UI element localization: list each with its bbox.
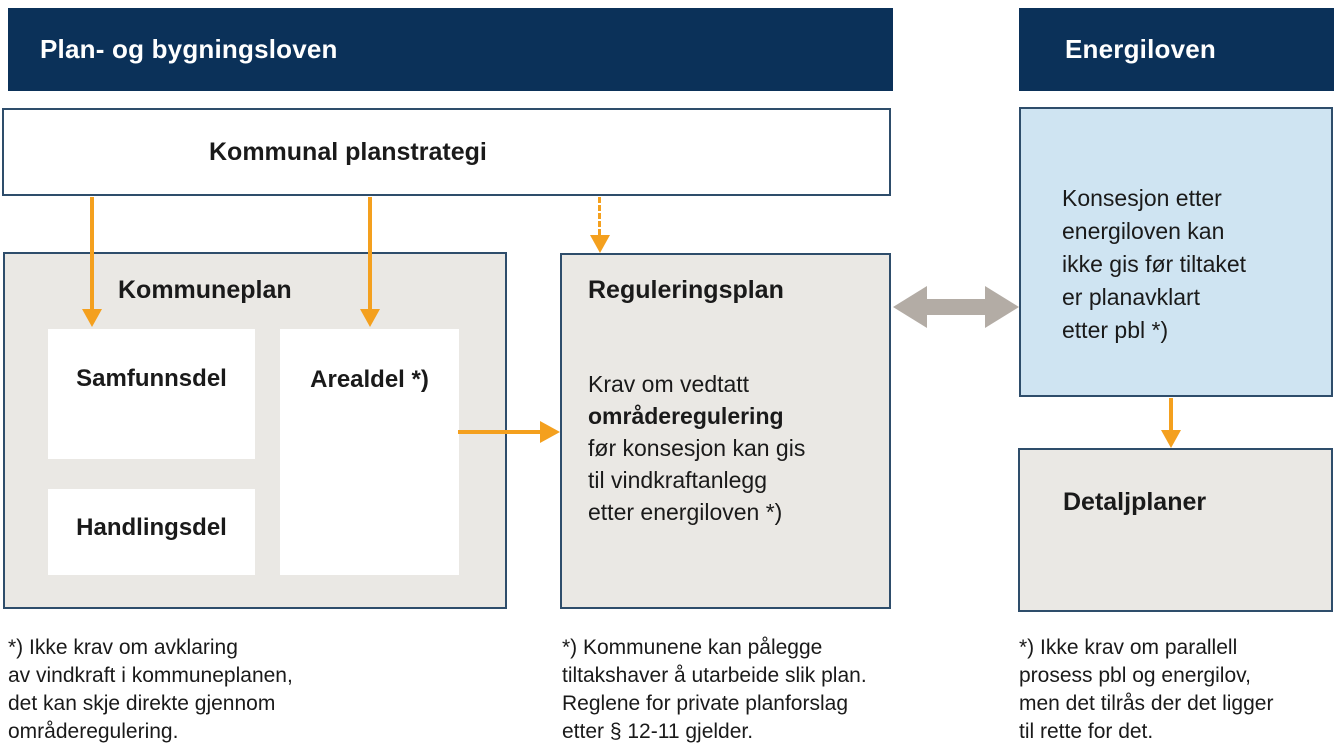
arrow-head [540, 421, 560, 443]
reguleringsplan-body: Krav om vedtatt områderegulering før kon… [588, 368, 805, 528]
arrow-head [360, 309, 380, 327]
konsesjon-box: Konsesjon etter energiloven kan ikke gis… [1019, 107, 1333, 397]
double-arrow-shaft [926, 299, 986, 315]
footnote-reguleringsplan: *) Kommunene kan pålegge tiltakshaver å … [562, 636, 867, 743]
konsesjon-text: Konsesjon etter energiloven kan ikke gis… [1062, 185, 1247, 343]
arrow-line [90, 197, 94, 309]
arrow-head [590, 235, 610, 253]
pbl-header: Plan- og bygningsloven [8, 8, 893, 91]
arrow-line [1169, 398, 1173, 430]
reguleringsplan-body-line1: Krav om vedtatt [588, 371, 750, 397]
footnote-kommuneplan: *) Ikke krav om avklaring av vindkraft i… [8, 636, 293, 743]
detaljplaner-box: Detaljplaner [1018, 448, 1333, 612]
handlingsdel-box: Handlingsdel [48, 489, 255, 575]
kommuneplan-title: Kommuneplan [118, 276, 292, 304]
arrow-line [598, 197, 601, 235]
arrow-line [458, 430, 540, 434]
handlingsdel-label: Handlingsdel [76, 514, 227, 541]
energiloven-header: Energiloven [1019, 8, 1334, 91]
reguleringsplan-box: Reguleringsplan Krav om vedtatt områdere… [560, 253, 891, 609]
energiloven-header-label: Energiloven [1065, 34, 1217, 64]
detaljplaner-label: Detaljplaner [1063, 488, 1207, 516]
reguleringsplan-title: Reguleringsplan [588, 276, 784, 304]
double-arrow-left-head [893, 286, 927, 328]
reguleringsplan-body-rest: før konsesjon kan gis til vindkraftanleg… [588, 435, 806, 525]
kommuneplan-box: Kommuneplan Samfunnsdel Arealdel *) Hand… [3, 252, 507, 609]
double-arrow-right-head [985, 286, 1019, 328]
pbl-header-label: Plan- og bygningsloven [40, 34, 338, 64]
samfunnsdel-label: Samfunnsdel [76, 365, 227, 392]
planstrategi-label: Kommunal planstrategi [209, 137, 487, 166]
samfunnsdel-box: Samfunnsdel [48, 329, 255, 459]
arealdel-label: Arealdel *) [310, 366, 429, 393]
arrow-head [82, 309, 102, 327]
reguleringsplan-body-bold: områderegulering [588, 403, 784, 429]
arrow-head [1161, 430, 1181, 448]
arrow-line [368, 197, 372, 309]
planstrategi-box: Kommunal planstrategi [2, 108, 891, 196]
footnote-energiloven: *) Ikke krav om parallell prosess pbl og… [1019, 636, 1274, 743]
arealdel-box: Arealdel *) [280, 329, 459, 575]
